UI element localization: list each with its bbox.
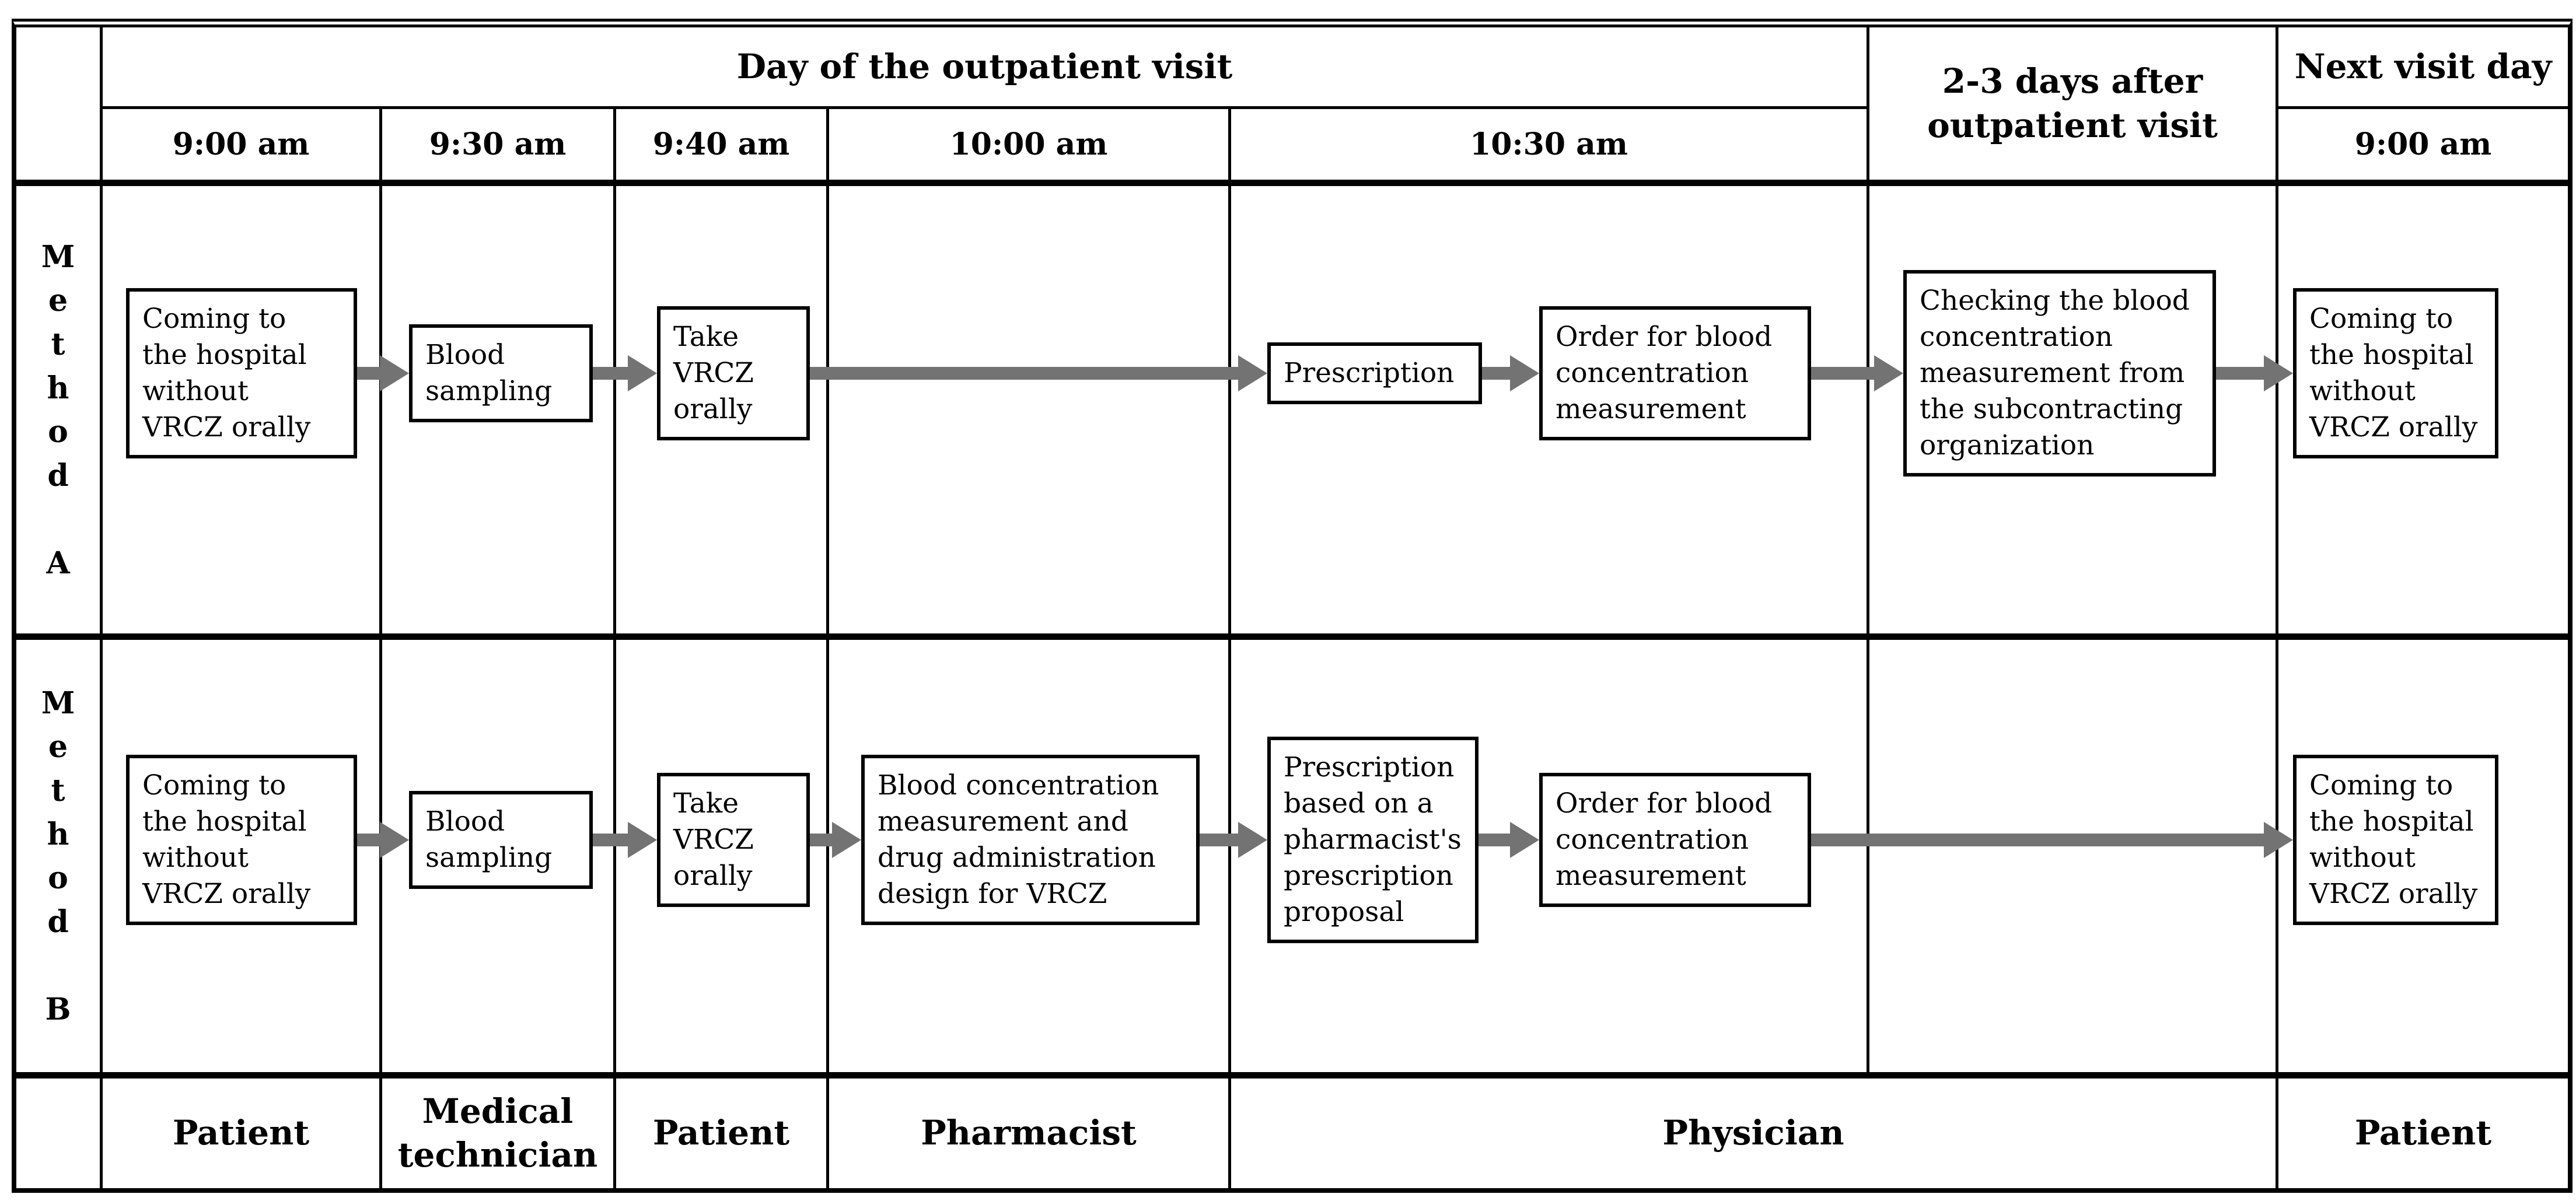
role-patient-3: Patient [2354, 1113, 2492, 1153]
arrow-shaft [593, 367, 630, 380]
arrow-shaft [1482, 367, 1512, 380]
time-cell-next-900am: 9:00 am [2278, 109, 2568, 186]
flow-box-b-measurement-design: Blood concentration measurement and drug… [861, 754, 1200, 926]
method-a-label: M e t h o d A [16, 186, 103, 640]
arrow-head-icon [1874, 355, 1903, 391]
role-patient-2: Patient [616, 1079, 829, 1188]
flow-box-a-coming-2: Coming to the hospital without VRCZ oral… [2293, 288, 2498, 459]
grid-cell [1869, 640, 2278, 1079]
grid-cell [1231, 640, 1869, 1079]
grid-cell [2278, 640, 2568, 1079]
arrow-head-icon [2264, 355, 2293, 391]
arrow-head-icon [628, 822, 657, 858]
header-after-visit: 2-3 days after outpatient visit [1869, 27, 2278, 186]
corner-cell [16, 27, 103, 186]
role-empty-cell [16, 1079, 103, 1188]
arrow-head-icon [2264, 822, 2293, 858]
time-cell-900am: 9:00 am [103, 109, 382, 186]
method-b-label: M e t h o d B [16, 640, 103, 1079]
arrow-shaft [357, 834, 382, 846]
role-pharmacist: Pharmacist [829, 1079, 1231, 1188]
role-patient-1: Patient [103, 1079, 382, 1188]
flow-box-a-prescription: Prescription [1267, 342, 1482, 405]
arrow-head-icon [380, 355, 409, 391]
arrow-shaft [1811, 834, 2266, 846]
grid-cell [103, 640, 382, 1079]
arrow-shaft [810, 367, 1240, 380]
arrow-shaft [1479, 834, 1512, 846]
arrow-head-icon [1238, 355, 1267, 391]
flow-box-b-take-vrcz: Take VRCZ orally [657, 772, 810, 908]
flow-box-b-blood-sampling: Blood sampling [409, 790, 593, 890]
arrow-head-icon [832, 822, 861, 858]
arrow-shaft [1200, 834, 1240, 846]
flow-box-b-coming-2: Coming to the hospital without VRCZ oral… [2293, 754, 2498, 926]
header-day-of-visit: Day of the outpatient visit [103, 27, 1869, 109]
arrow-shaft [357, 367, 382, 380]
arrow-head-icon [628, 355, 657, 391]
arrow-head-icon [1510, 355, 1539, 391]
time-cell-940am: 9:40 am [616, 109, 829, 186]
flow-box-a-blood-sampling: Blood sampling [409, 324, 593, 423]
arrow-head-icon [1510, 822, 1539, 858]
grid-cell [1869, 186, 2278, 640]
flow-box-b-coming-1: Coming to the hospital without VRCZ oral… [126, 754, 357, 926]
grid-cell [829, 640, 1231, 1079]
flow-box-a-coming-1: Coming to the hospital without VRCZ oral… [126, 288, 357, 459]
arrow-shaft [2216, 367, 2266, 380]
arrow-shaft [593, 834, 630, 846]
flow-box-a-take-vrcz: Take VRCZ orally [657, 306, 810, 441]
grid-cell [382, 640, 616, 1079]
flow-box-b-order-measurement: Order for blood concentration measuremen… [1539, 772, 1811, 908]
schedule-table: Day of the outpatient visit 2-3 days aft… [12, 19, 2572, 1193]
flow-box-a-checking-result: Checking the blood concentration measure… [1903, 269, 2216, 477]
grid-cell [616, 640, 829, 1079]
role-physician: Physician [1231, 1079, 2278, 1188]
grid-cell [382, 186, 616, 640]
time-cell-930am: 9:30 am [382, 109, 616, 186]
flow-box-b-prescription-proposal: Prescription based on a pharmacist's pre… [1267, 736, 1479, 944]
arrow-shaft [1811, 367, 1876, 380]
grid-cell [2278, 186, 2568, 640]
grid-cell [103, 186, 382, 640]
flow-box-a-order-measurement: Order for blood concentration measuremen… [1539, 306, 1811, 441]
arrow-head-icon [380, 822, 409, 858]
header-next-visit-day: Next visit day [2278, 27, 2568, 109]
time-cell-1030am: 10:30 am [1231, 109, 1869, 186]
grid-cell [1231, 186, 1869, 640]
grid-cell [616, 186, 829, 640]
role-medical-technician: Medical technician [382, 1079, 616, 1188]
grid-cell [829, 186, 1231, 640]
arrow-shaft [810, 834, 834, 846]
arrow-head-icon [1238, 822, 1267, 858]
time-cell-1000am: 10:00 am [829, 109, 1231, 186]
